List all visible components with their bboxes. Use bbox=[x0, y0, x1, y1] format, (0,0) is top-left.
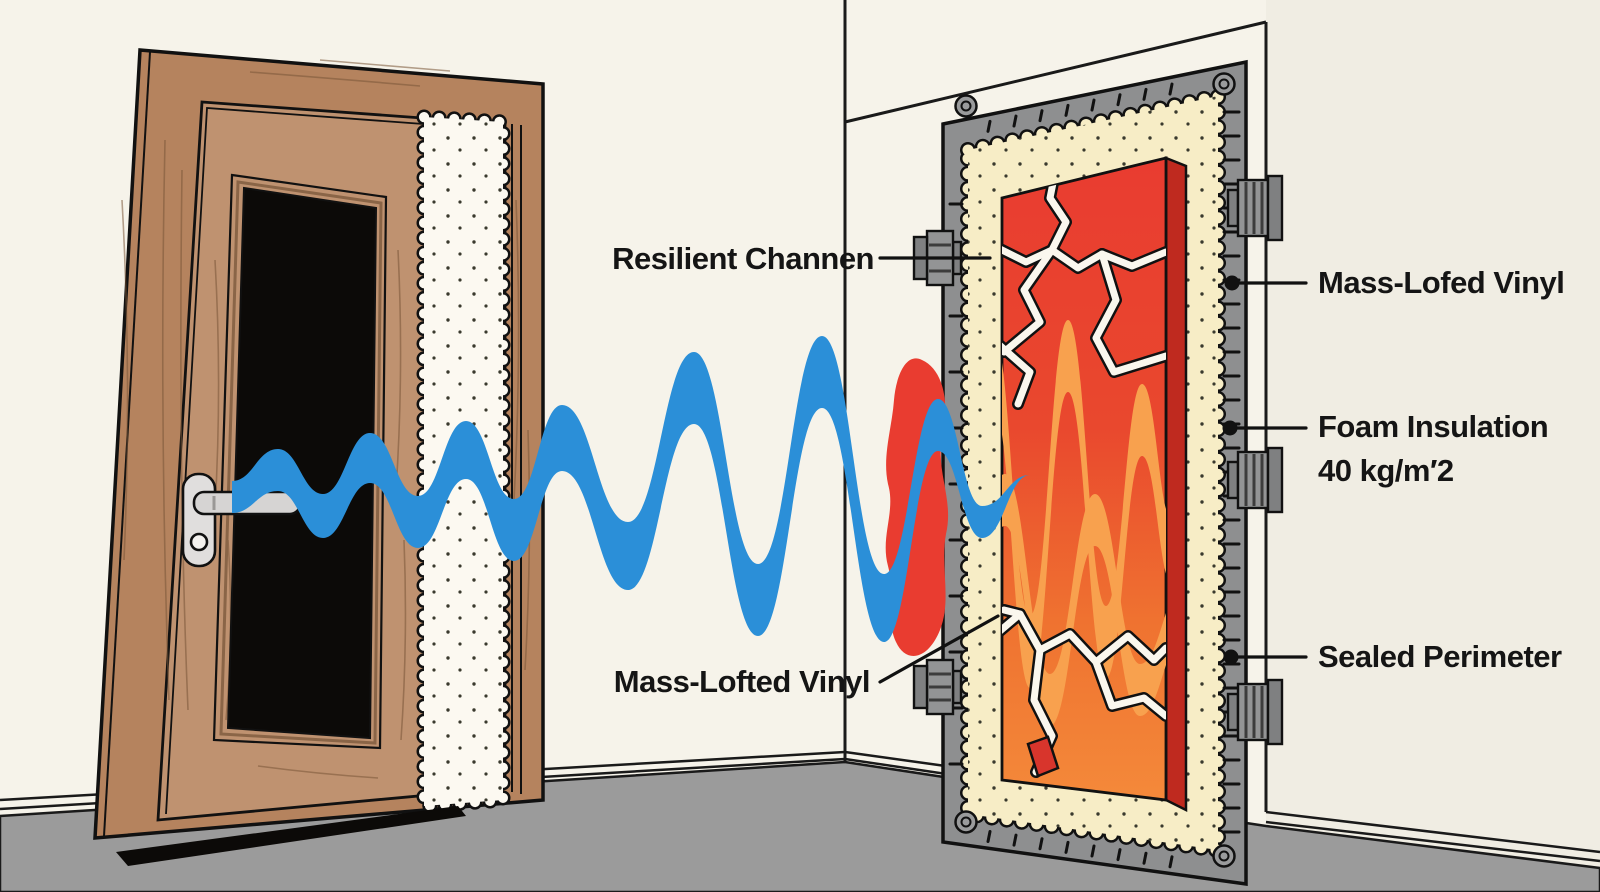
ruler-tick bbox=[1012, 114, 1018, 128]
ruler-tick bbox=[1064, 840, 1070, 854]
wood-grain bbox=[121, 59, 531, 779]
annotations: Resilient Channen Mass-Lofted Vinyl Mass… bbox=[612, 241, 1565, 699]
ruler-tick bbox=[986, 119, 992, 133]
handle-keyhole bbox=[189, 532, 209, 552]
damped-wave-secondary bbox=[1002, 474, 1166, 726]
ruler-tick bbox=[1038, 109, 1044, 123]
door-molding-line bbox=[165, 107, 506, 815]
ruler-tick bbox=[1142, 851, 1148, 865]
door-handle bbox=[181, 472, 302, 568]
ruler-tick bbox=[1116, 93, 1122, 107]
corner-screw bbox=[954, 94, 978, 118]
ruler-tick bbox=[1012, 833, 1018, 847]
door-bottom-gap-shadow bbox=[116, 806, 466, 866]
leader-lines bbox=[878, 256, 1308, 684]
wall-corner-edges bbox=[843, 0, 1268, 812]
clamp-part bbox=[1226, 460, 1240, 500]
leader-dot bbox=[1222, 420, 1238, 436]
ruler-tick bbox=[1038, 837, 1044, 851]
leader-dot bbox=[1223, 649, 1239, 665]
soundproof-panel bbox=[885, 59, 1284, 887]
wooden-door bbox=[93, 48, 545, 866]
corner-line-top-diagonal bbox=[844, 20, 1267, 124]
corner-screw bbox=[1212, 844, 1236, 868]
ruler-tick bbox=[1168, 82, 1174, 96]
resilient-channel-clamp bbox=[912, 658, 963, 716]
label-sealed-perimeter: Sealed Perimeter bbox=[1318, 639, 1562, 674]
right-wall-face bbox=[1266, 0, 1600, 892]
clamp-part bbox=[1266, 678, 1284, 746]
slab-interior bbox=[1002, 158, 1166, 778]
corner-screw bbox=[1212, 72, 1236, 96]
slab-side-face bbox=[1164, 156, 1188, 813]
corner-screws bbox=[954, 72, 1236, 868]
label-foam-insulation: Foam Insulation bbox=[1318, 409, 1548, 444]
ruler-tick bbox=[1090, 844, 1096, 858]
door-window bbox=[226, 186, 378, 740]
ruler-tick bbox=[1168, 855, 1174, 869]
ruler-tick bbox=[1142, 87, 1148, 101]
damped-wave-primary bbox=[1002, 320, 1166, 688]
leader-dot bbox=[1224, 275, 1240, 291]
label-mass-lofed-vinyl-right: Mass-Lofed Vinyl bbox=[1318, 265, 1564, 300]
label-foam-insulation-mass: 40 kg/m′2 bbox=[1318, 453, 1454, 488]
clamp-part bbox=[1266, 446, 1284, 514]
ruler-tick bbox=[986, 830, 992, 844]
handle-backplate bbox=[181, 472, 217, 568]
leader-mass-lofted-vinyl bbox=[878, 614, 1000, 684]
door-window-trim bbox=[219, 180, 383, 745]
clamp-part bbox=[912, 664, 929, 710]
ruler-tick bbox=[1064, 103, 1070, 117]
sound-wave bbox=[232, 336, 1030, 642]
clamp-part bbox=[951, 669, 963, 705]
corner-screw bbox=[954, 810, 978, 834]
mass-loaded-vinyl-slab bbox=[1000, 156, 1188, 813]
label-mass-lofted-vinyl-left: Mass-Lofted Vinyl bbox=[614, 664, 870, 699]
cracks-upper bbox=[1002, 158, 1166, 410]
ruler-tick bbox=[1116, 848, 1122, 862]
clamp-part bbox=[1266, 174, 1284, 242]
label-resilient-channel: Resilient Channen bbox=[612, 241, 874, 276]
door-window-ridge bbox=[212, 173, 388, 750]
resilient-channel-clamp bbox=[1226, 174, 1284, 242]
door-jamb-lines bbox=[511, 124, 522, 794]
resilient-channel-clamp bbox=[1226, 678, 1284, 746]
resilient-channel-clamp bbox=[1226, 446, 1284, 514]
leader-dots bbox=[1222, 275, 1240, 665]
clamp-part bbox=[1226, 692, 1240, 732]
broken-shard bbox=[1026, 735, 1060, 778]
ruler-tick bbox=[1090, 98, 1096, 112]
clamp-part bbox=[1226, 188, 1240, 228]
